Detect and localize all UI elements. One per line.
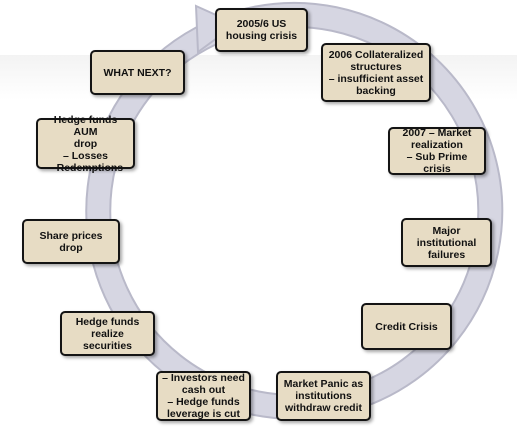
node-label: Credit Crisis	[375, 320, 438, 333]
node-realize-securities: Hedge funds realize securities	[60, 311, 155, 356]
node-market-realization: 2007 – Market realization – Sub Prime cr…	[388, 127, 486, 175]
node-label: Market Panic as institutions withdraw cr…	[283, 378, 364, 414]
node-investors-cash-out: – Investors need cash out – Hedge funds …	[156, 371, 251, 421]
node-housing-crisis: 2005/6 US housing crisis	[215, 8, 308, 52]
node-what-next: WHAT NEXT?	[90, 50, 185, 95]
node-share-prices-drop: Share prices drop	[22, 219, 120, 264]
node-aum-drop: Hedge funds AUM drop – Losses – Redempti…	[36, 114, 135, 174]
node-market-panic: Market Panic as institutions withdraw cr…	[276, 371, 371, 421]
node-label: Hedge funds realize securities	[75, 315, 140, 352]
node-label: Share prices drop	[39, 229, 103, 254]
node-credit-crisis: Credit Crisis	[361, 303, 452, 350]
node-label: 2006 Collateralized structures – insuffi…	[328, 48, 424, 97]
node-label: – Investors need cash out – Hedge funds …	[162, 372, 245, 420]
node-collateralized-structures: 2006 Collateralized structures – insuffi…	[321, 43, 431, 102]
node-label: WHAT NEXT?	[103, 66, 172, 79]
node-label: 2005/6 US housing crisis	[225, 18, 298, 42]
node-label: 2007 – Market realization – Sub Prime cr…	[402, 127, 472, 175]
node-label: Major institutional failures	[416, 224, 477, 261]
node-institutional-failures: Major institutional failures	[401, 218, 492, 267]
node-label: Hedge funds AUM drop – Losses – Redempti…	[47, 113, 124, 174]
